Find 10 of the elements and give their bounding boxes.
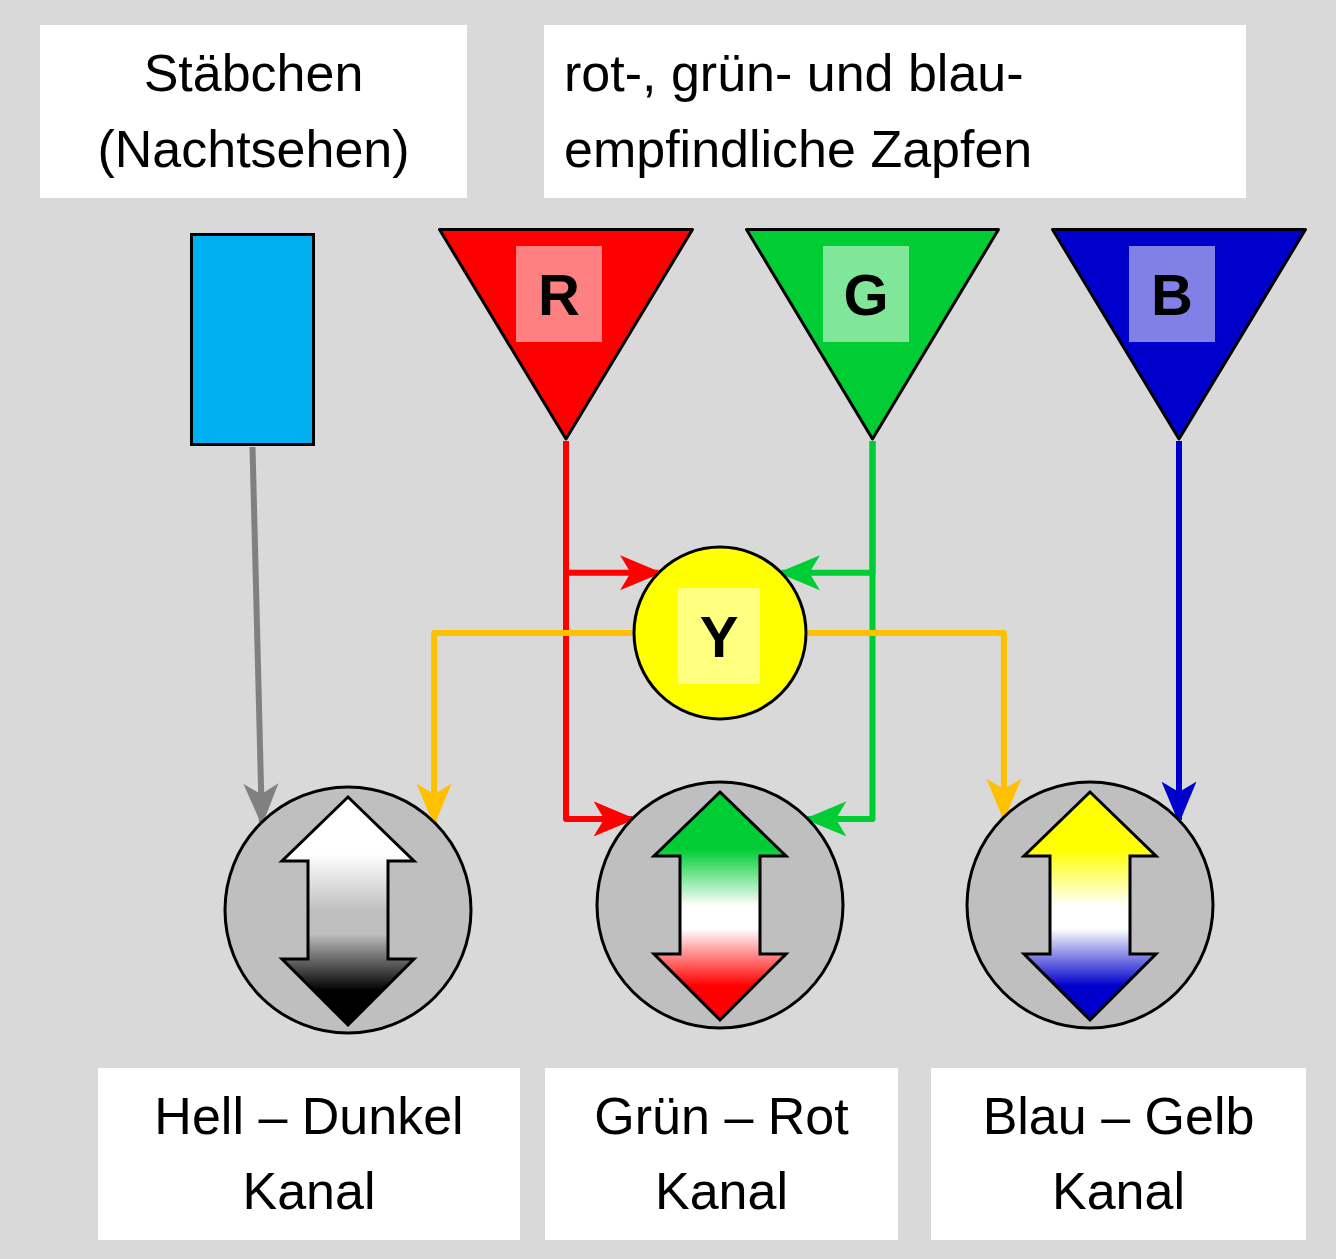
cone-letter: G <box>823 246 909 342</box>
text-box: Grün – Rot Kanal <box>545 1068 898 1240</box>
cone-letter: B <box>1129 246 1215 342</box>
cone-letter: R <box>516 246 602 342</box>
text-box: rot-, grün- und blau- empfindliche Zapfen <box>544 25 1246 198</box>
cell-letter: Y <box>678 588 760 684</box>
text-box: Hell – Dunkel Kanal <box>98 1068 520 1240</box>
rod-cell-box <box>190 233 315 446</box>
text-box: Stäbchen (Nachtsehen) <box>40 25 467 198</box>
text-box: Blau – Gelb Kanal <box>931 1068 1306 1240</box>
